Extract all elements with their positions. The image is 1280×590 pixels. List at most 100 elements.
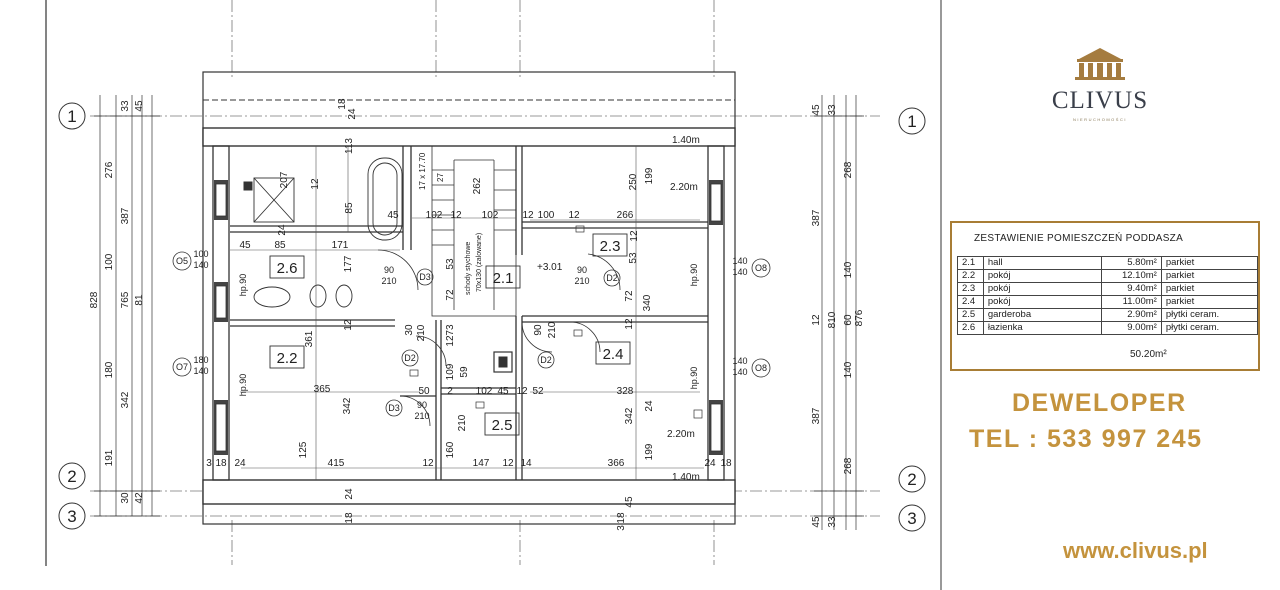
door-label: D2 bbox=[404, 353, 416, 363]
axis-markers bbox=[58, 102, 926, 532]
svg-text:12: 12 bbox=[502, 458, 514, 469]
svg-text:18: 18 bbox=[215, 458, 227, 469]
svg-text:45: 45 bbox=[497, 386, 509, 397]
window-size: 100 bbox=[193, 249, 208, 259]
window-size: 140 bbox=[193, 260, 208, 270]
svg-text:102: 102 bbox=[482, 210, 499, 221]
sill-height: hp.90 bbox=[689, 367, 699, 390]
table-row: 2.3 pokój 9.40m² parkiet bbox=[957, 282, 1259, 296]
axis-label-1-right: 1 bbox=[907, 112, 916, 131]
svg-text:199: 199 bbox=[644, 167, 655, 184]
svg-text:12: 12 bbox=[568, 210, 580, 221]
svg-text:12: 12 bbox=[343, 319, 354, 331]
svg-text:210: 210 bbox=[547, 321, 558, 338]
svg-text:199: 199 bbox=[644, 443, 655, 460]
rooms-total-area: 50.20m² bbox=[1130, 349, 1167, 360]
svg-text:18: 18 bbox=[720, 458, 732, 469]
dim-left: 42 bbox=[134, 492, 145, 504]
dim-right: 140 bbox=[843, 261, 854, 278]
height-label-lower: 2.20m bbox=[667, 429, 695, 440]
axis-label-2-right: 2 bbox=[907, 470, 916, 489]
table-row: 2.6 łazienka 9.00m² płytki ceram. bbox=[957, 321, 1259, 335]
svg-text:266: 266 bbox=[617, 210, 634, 221]
window-size: 140 bbox=[193, 366, 208, 376]
svg-text:18: 18 bbox=[616, 512, 627, 524]
table-row: 2.4 pokój 11.00m² parkiet bbox=[957, 295, 1259, 309]
developer-label: DEWELOPER bbox=[1012, 389, 1187, 417]
svg-text:3: 3 bbox=[616, 525, 627, 531]
dim-left: 180 bbox=[104, 361, 115, 378]
dim-right: 387 bbox=[811, 407, 822, 424]
svg-text:125: 125 bbox=[298, 441, 309, 458]
height-label-top: 1.40m bbox=[672, 135, 700, 146]
dim-right: 33 bbox=[827, 104, 838, 116]
window-label: O7 bbox=[176, 362, 188, 372]
top-wall bbox=[202, 127, 736, 147]
svg-text:250: 250 bbox=[628, 173, 639, 190]
level-mark: +3.01 bbox=[537, 262, 563, 273]
floor-plan-drawing: 1 2 3 1 2 3 2.6 2.2 2.3 2.4 2.5 2.1 +3.0… bbox=[45, 0, 942, 590]
svg-text:207: 207 bbox=[279, 171, 290, 188]
door-label: D3 bbox=[419, 272, 431, 282]
door-height: 210 bbox=[414, 411, 429, 421]
window-size: 140 bbox=[732, 356, 747, 366]
window-label: O8 bbox=[755, 363, 767, 373]
room-label-2-5: 2.5 bbox=[492, 417, 513, 434]
dim-left: 81 bbox=[134, 294, 145, 306]
brand-name: CLIVUS bbox=[1051, 87, 1149, 114]
svg-text:366: 366 bbox=[608, 458, 625, 469]
door-width: 90 bbox=[577, 265, 587, 275]
dim-left-outer: 828 bbox=[89, 291, 100, 308]
axis-label-2-left: 2 bbox=[67, 467, 76, 486]
sill-height: hp.90 bbox=[238, 274, 248, 297]
svg-text:12: 12 bbox=[516, 386, 528, 397]
svg-text:262: 262 bbox=[472, 177, 483, 194]
svg-text:72: 72 bbox=[445, 289, 456, 301]
svg-text:24: 24 bbox=[644, 400, 655, 412]
svg-text:12: 12 bbox=[450, 210, 462, 221]
table-row: 2.1 hall 5.80m² parkiet bbox=[957, 256, 1259, 270]
stairs-label-size: 70x130 (zalowane) bbox=[476, 233, 483, 292]
dim-right: 45 bbox=[811, 516, 822, 528]
svg-text:24: 24 bbox=[234, 458, 246, 469]
door-height: 210 bbox=[574, 276, 589, 286]
svg-text:45: 45 bbox=[387, 210, 399, 221]
svg-text:50: 50 bbox=[418, 386, 430, 397]
dim-left: 342 bbox=[120, 391, 131, 408]
dim-left: 765 bbox=[120, 291, 131, 308]
svg-text:73: 73 bbox=[445, 324, 456, 336]
svg-text:85: 85 bbox=[274, 240, 286, 251]
window-label: O5 bbox=[176, 256, 188, 266]
interior-dimensions: 207 12 85 113 18 24 45 102 12 102 262 12… bbox=[206, 98, 732, 531]
svg-text:12: 12 bbox=[624, 318, 635, 330]
window-label: O8 bbox=[755, 263, 767, 273]
svg-text:12: 12 bbox=[422, 458, 434, 469]
svg-text:45: 45 bbox=[624, 496, 635, 508]
svg-text:102: 102 bbox=[476, 386, 493, 397]
dim-right: 60 bbox=[843, 314, 854, 326]
dim-right: 387 bbox=[811, 209, 822, 226]
rooms-table: 2.1 hall 5.80m² parkiet 2.2 pokój 12.10m… bbox=[957, 256, 1259, 335]
svg-text:59: 59 bbox=[459, 366, 470, 378]
svg-text:365: 365 bbox=[314, 384, 331, 395]
svg-text:85: 85 bbox=[344, 202, 355, 214]
rooms-summary: ZESTAWIENIE POMIESZCZEŃ PODDASZA 2.1 hal… bbox=[950, 221, 1260, 371]
dim-right: 268 bbox=[843, 457, 854, 474]
door-label: D3 bbox=[388, 403, 400, 413]
table-row: 2.5 garderoba 2.90m² płytki ceram. bbox=[957, 308, 1259, 322]
dim-right: 810 bbox=[827, 311, 838, 328]
svg-text:24: 24 bbox=[277, 224, 288, 236]
svg-text:109: 109 bbox=[445, 363, 456, 380]
sill-height: hp.90 bbox=[689, 264, 699, 287]
phone-number[interactable]: TEL : 533 997 245 bbox=[969, 425, 1203, 453]
window-size: 180 bbox=[193, 355, 208, 365]
stair-dimension: 17 x 17.70 bbox=[418, 152, 427, 190]
svg-text:147: 147 bbox=[473, 458, 490, 469]
bathroom-fixtures bbox=[253, 157, 403, 308]
dim-left: 276 bbox=[104, 161, 115, 178]
svg-text:53: 53 bbox=[445, 258, 456, 270]
svg-text:53: 53 bbox=[628, 252, 639, 264]
website-link[interactable]: www.clivus.pl bbox=[1063, 538, 1208, 563]
stairs bbox=[431, 145, 517, 317]
axis-label-3-right: 3 bbox=[907, 509, 916, 528]
